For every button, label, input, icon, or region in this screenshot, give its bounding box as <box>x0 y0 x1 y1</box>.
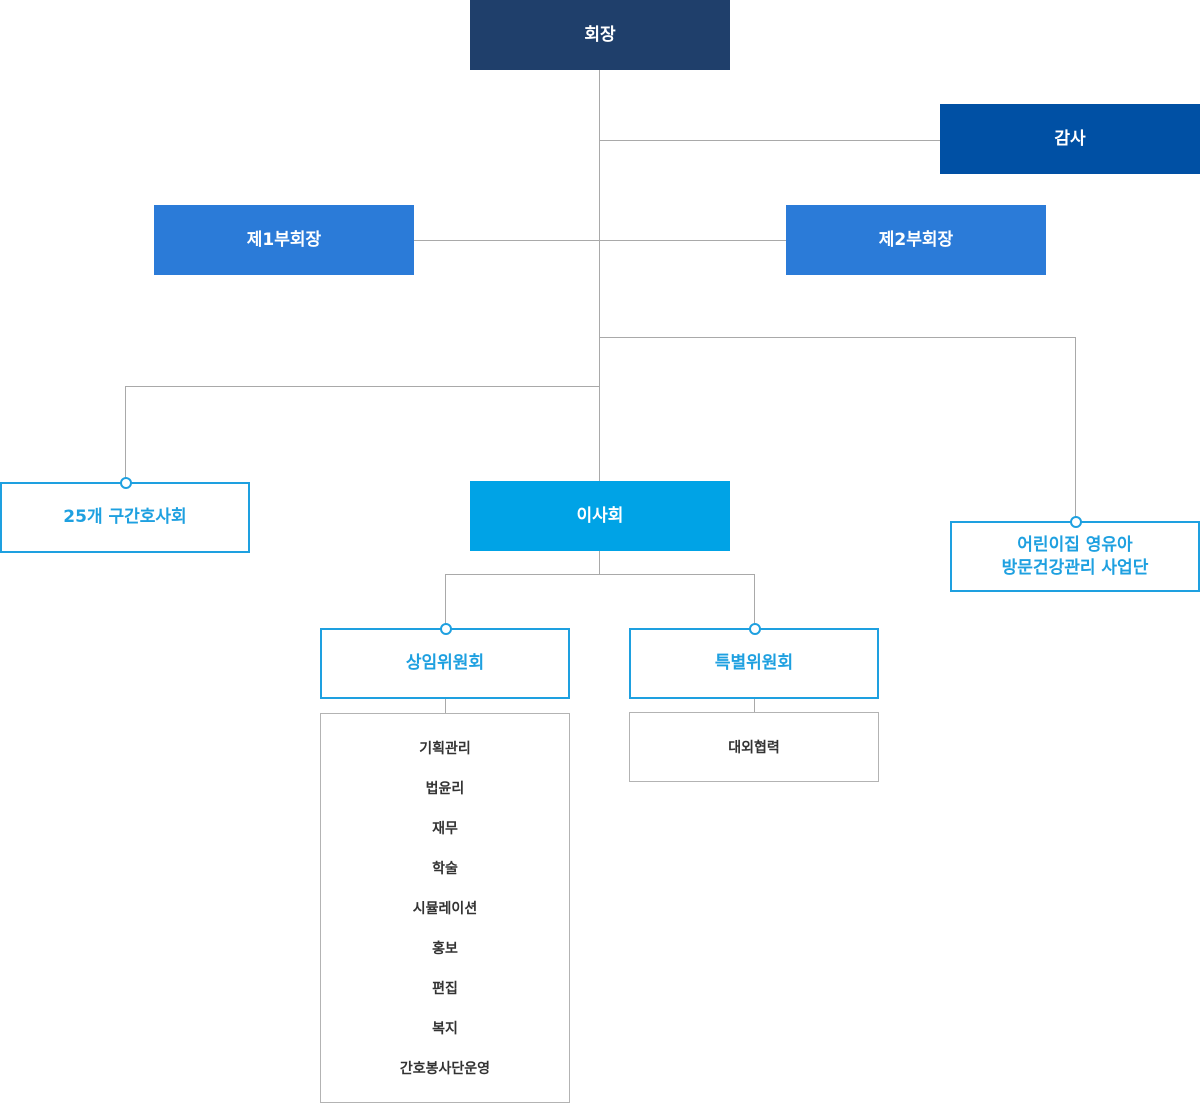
committee-connector-h <box>445 574 755 575</box>
chairman-box[interactable]: 회장 <box>470 0 730 70</box>
list-item[interactable]: 재무 <box>432 821 458 837</box>
childcare-program-box[interactable]: 어린이집 영유아 방문건강관리 사업단 <box>950 521 1200 592</box>
list-item[interactable]: 학술 <box>432 861 458 877</box>
program-connector-v <box>1075 337 1076 521</box>
auditor-label: 감사 <box>1054 128 1086 149</box>
standing-list-connector <box>445 698 446 713</box>
childcare-program-label-line1: 어린이집 영유아 <box>1017 534 1133 555</box>
trunk-line <box>599 70 600 481</box>
standing-connector-dot <box>440 623 452 635</box>
special-committee-label: 특별위원회 <box>714 653 794 674</box>
childcare-program-label-line2: 방문건강관리 사업단 <box>1001 557 1149 578</box>
list-item[interactable]: 시뮬레이션 <box>412 901 478 917</box>
standing-connector-v <box>445 574 446 628</box>
auditor-connector <box>600 140 940 141</box>
district-connector-v <box>125 386 126 482</box>
district-connector-h <box>125 386 599 387</box>
vice-chair-1-label: 제1부회장 <box>246 229 322 250</box>
board-box[interactable]: 이사회 <box>470 481 730 551</box>
special-committee-list: 대외협력 <box>629 712 879 782</box>
special-connector-dot <box>749 623 761 635</box>
program-connector-dot <box>1070 516 1082 528</box>
list-item[interactable]: 홍보 <box>432 941 458 957</box>
standing-committee-list: 기획관리 법윤리 재무 학술 시뮬레이션 홍보 편집 복지 간호봉사단운영 <box>320 713 570 1103</box>
program-connector-h <box>600 337 1076 338</box>
special-connector-v <box>754 574 755 628</box>
vice-chair-1-box[interactable]: 제1부회장 <box>154 205 414 275</box>
list-item[interactable]: 법윤리 <box>425 781 465 797</box>
board-connector-down <box>599 551 600 574</box>
district-connector-dot <box>120 477 132 489</box>
list-item[interactable]: 복지 <box>432 1021 458 1037</box>
list-item[interactable]: 편집 <box>432 981 458 997</box>
board-label: 이사회 <box>576 505 624 526</box>
list-item[interactable]: 간호봉사단운영 <box>399 1061 491 1077</box>
standing-committee-box[interactable]: 상임위원회 <box>320 628 570 699</box>
vice-chair-2-label: 제2부회장 <box>878 229 954 250</box>
standing-committee-label: 상임위원회 <box>405 653 485 674</box>
list-item[interactable]: 대외협력 <box>728 740 780 756</box>
vice-chair-2-box[interactable]: 제2부회장 <box>786 205 1046 275</box>
special-committee-box[interactable]: 특별위원회 <box>629 628 879 699</box>
list-item[interactable]: 기획관리 <box>419 741 471 757</box>
special-list-connector <box>754 698 755 712</box>
district-associations-box[interactable]: 25개 구간호사회 <box>0 482 250 553</box>
auditor-box[interactable]: 감사 <box>940 104 1200 174</box>
vice-chair-connector <box>414 240 786 241</box>
district-associations-label: 25개 구간호사회 <box>63 507 187 528</box>
chairman-label: 회장 <box>584 24 616 45</box>
